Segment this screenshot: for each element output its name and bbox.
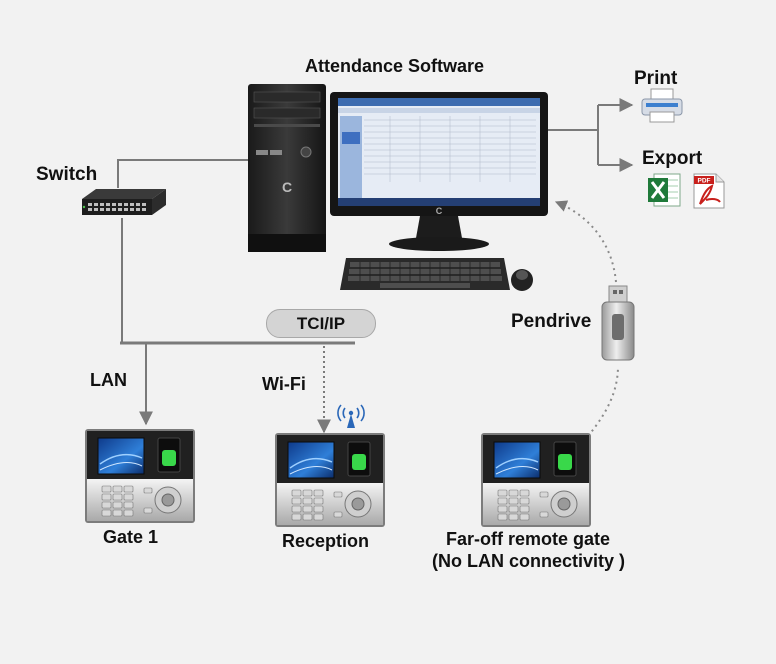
pendrive-label: Pendrive: [511, 311, 592, 332]
network-switch-icon: [82, 189, 166, 215]
excel-file-icon: [648, 173, 681, 207]
remote-gate-terminal-icon: [480, 432, 592, 528]
print-label: Print: [634, 68, 678, 89]
remote-gate-sublabel: (No LAN connectivity ): [432, 551, 626, 571]
mouse-icon: [511, 269, 533, 291]
reception-label: Reception: [282, 531, 370, 551]
desktop-monitor-icon: C: [330, 92, 548, 251]
gate1-label: Gate 1: [103, 527, 159, 547]
export-label: Export: [642, 148, 703, 169]
printer-icon: [641, 88, 683, 123]
reception-terminal-icon: [274, 432, 386, 528]
software-label: Attendance Software: [305, 56, 485, 76]
desktop-tower-icon: C: [248, 84, 326, 252]
svg-text:C: C: [282, 179, 292, 195]
wifi-label: Wi-Fi: [262, 374, 306, 394]
svg-text:C: C: [436, 206, 443, 216]
switch-to-pc-line: [117, 159, 250, 188]
switch-label: Switch: [36, 164, 98, 185]
usb-pendrive-icon: [601, 285, 635, 361]
wifi-signal-icon: [337, 404, 365, 428]
gate1-terminal-icon: [84, 428, 196, 524]
pdf-badge-text: PDF: [698, 178, 711, 185]
remote-gate-label: Far-off remote gate: [446, 529, 611, 549]
protocol-pill: TCI/IP: [266, 309, 376, 338]
pendrive-to-pc-dotted: [554, 200, 617, 283]
remote-to-pendrive-dotted: [587, 365, 619, 437]
pdf-file-icon: PDF: [693, 173, 725, 209]
lan-label: LAN: [90, 370, 127, 390]
keyboard-icon: [340, 258, 510, 290]
